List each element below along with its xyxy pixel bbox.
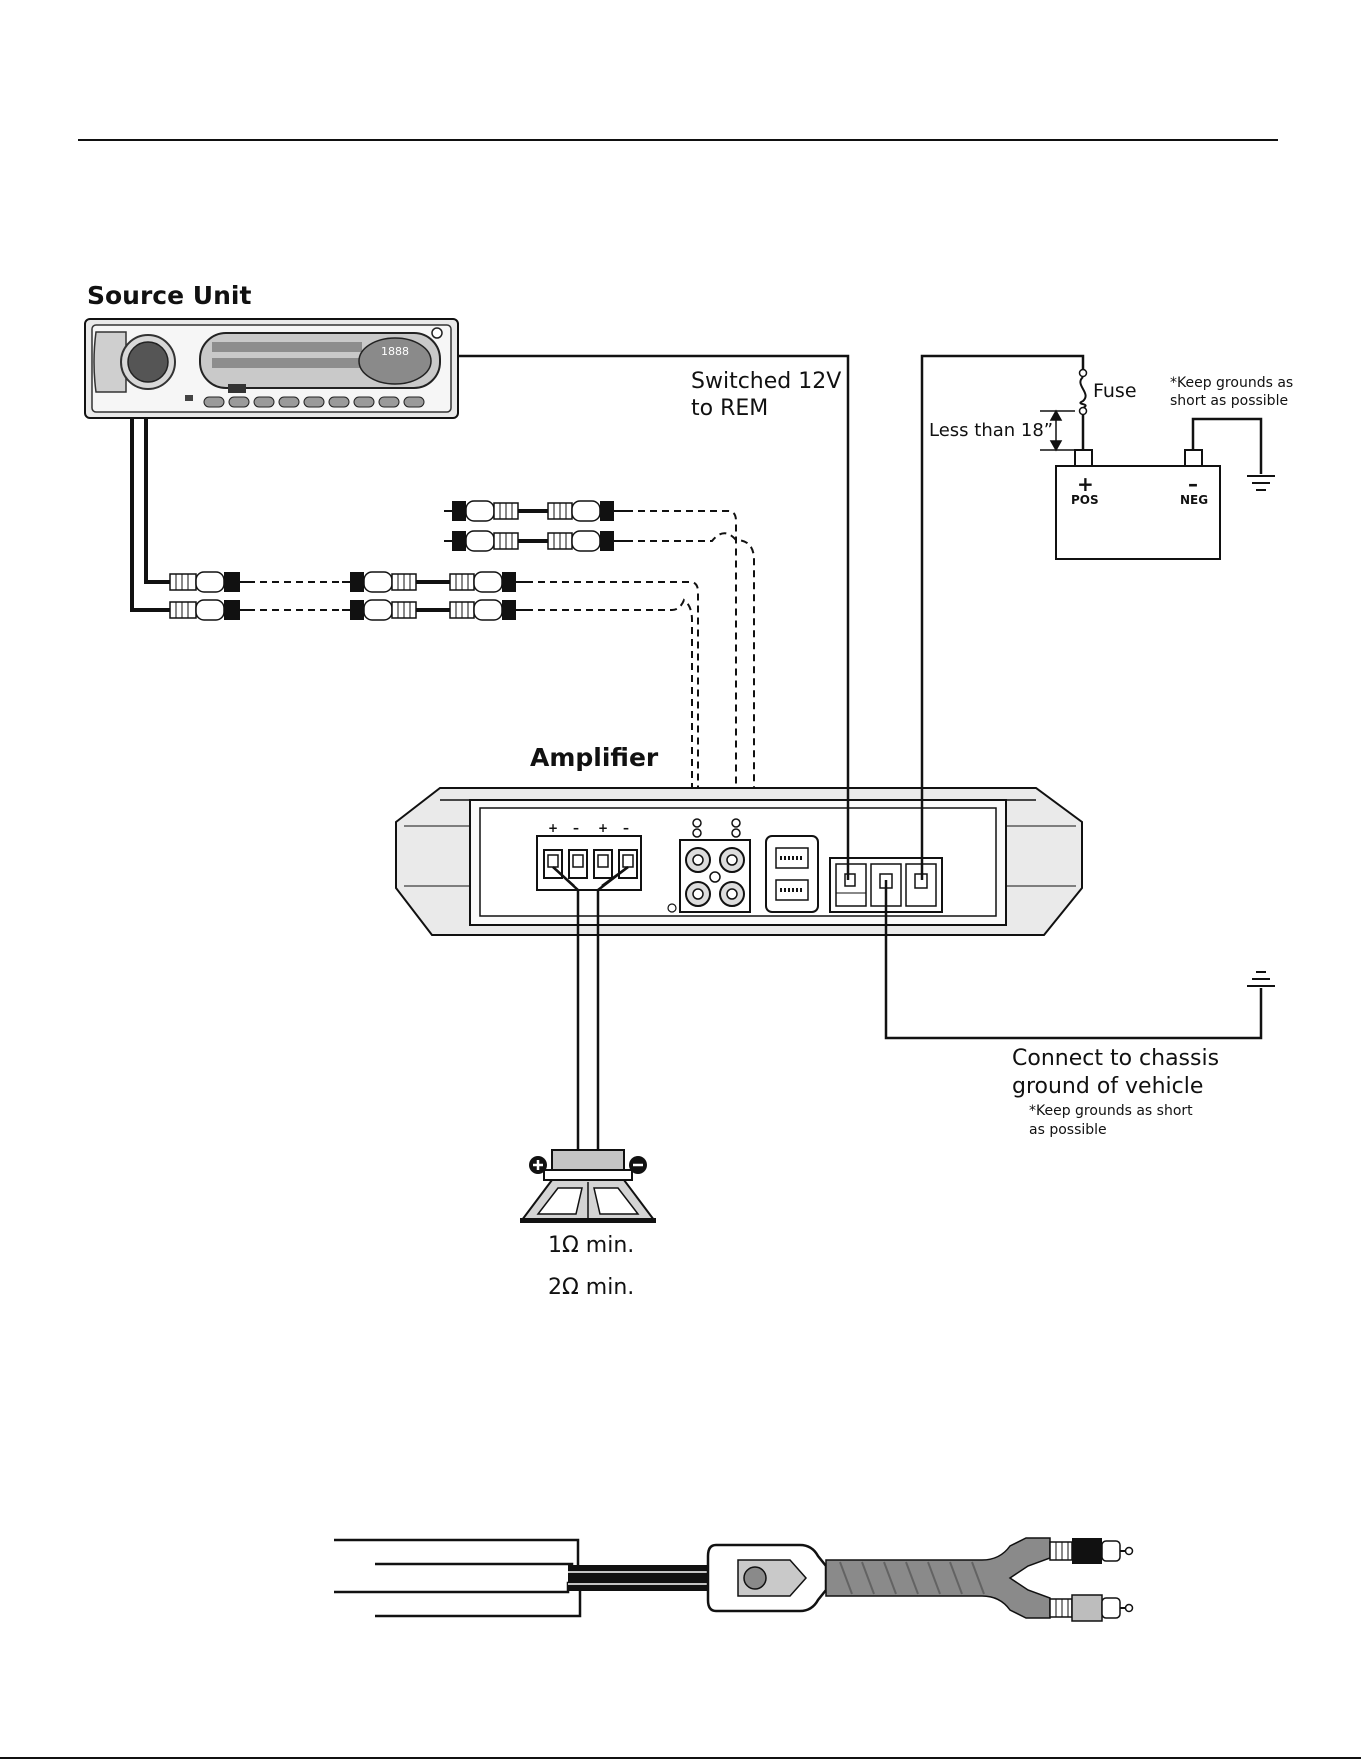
rca-extension-cable-right [342,572,526,592]
switched-12v-label: Switched 12V [691,369,841,394]
headunit-rca-cable-right [146,418,170,582]
chassis-label-line1: Connect to chassis [1012,1046,1219,1071]
ground-symbol-icon [1247,476,1275,490]
terminal-sign-2: – [573,821,579,835]
rca-plug-headunit-right [170,572,248,592]
fuse-icon [1080,370,1087,415]
remote-bass-ports [766,836,818,912]
keep-grounds-top-line1: *Keep grounds as [1170,375,1293,391]
rca-output-cable-2 [444,531,626,551]
rca-output-cable-1 [444,501,626,521]
terminal-sign-3: + [598,821,608,835]
headunit-indicator [432,328,442,338]
keep-grounds-top-line2: short as possible [1170,393,1288,409]
keep-grounds-bottom-line1: *Keep grounds as short [1029,1103,1193,1119]
chassis-ground-symbol-icon [1247,972,1275,986]
speaker-level-to-rca-adapter-icon [334,1538,1133,1621]
amplifier-label: Amplifier [530,743,659,772]
to-rem-label: to REM [691,396,768,421]
chassis-label-line2: ground of vehicle [1012,1074,1203,1099]
rca-plug-headunit-left [170,600,248,620]
minus-circle-icon [629,1156,647,1174]
battery-pos-label: POS [1071,493,1099,507]
rca-extension-cable-left [342,600,526,620]
battery-neg-label: NEG [1180,493,1208,507]
keep-grounds-bottom-line2: as possible [1029,1122,1107,1138]
source-unit-label: Source Unit [87,281,251,310]
headunit-display-digits: 1888 [381,345,409,358]
fuse-label: Fuse [1093,380,1137,402]
terminal-sign-4: – [623,821,629,835]
plus-circle-icon [529,1156,547,1174]
less-than-18-label: Less than 18” [929,420,1053,441]
rca-input-panel [668,840,750,912]
source-unit: 1888 [85,319,458,418]
impedance-2-label: 2Ω min. [548,1275,634,1300]
headunit-preset-buttons [204,397,424,407]
impedance-1-label: 1Ω min. [548,1233,634,1258]
speaker-terminal-block [537,836,641,890]
terminal-sign-1: + [548,821,558,835]
